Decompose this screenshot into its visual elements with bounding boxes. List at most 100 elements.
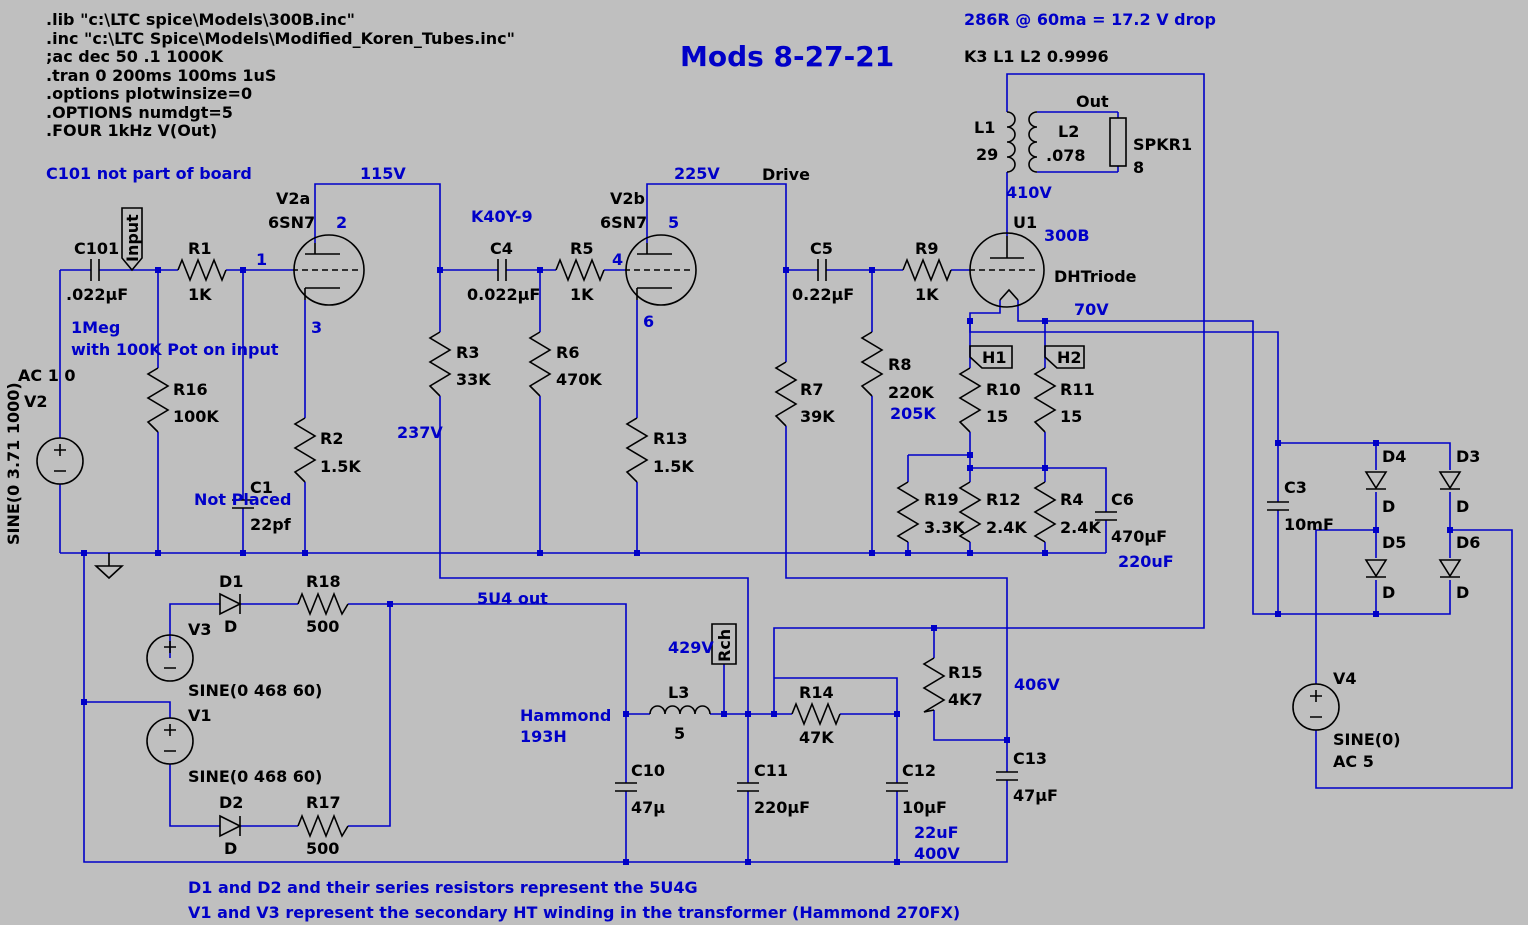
inductor-l2-symbol[interactable]: [1028, 111, 1038, 173]
wire: [169, 604, 391, 827]
note-drop: 286R @ 60ma = 17.2 V drop: [964, 10, 1216, 29]
component-value: 5: [674, 724, 685, 743]
resistor-r4-symbol[interactable]: [1033, 481, 1057, 543]
component-label: V1: [188, 706, 212, 725]
inductor-l3-symbol[interactable]: [649, 705, 711, 715]
resistor-r11-symbol[interactable]: [1033, 367, 1057, 433]
resistor-r16-symbol[interactable]: [146, 367, 170, 433]
resistor-r17-symbol[interactable]: [297, 813, 349, 839]
resistor-r15-symbol[interactable]: [922, 657, 946, 713]
tube-v2b-symbol[interactable]: [625, 234, 697, 306]
junction-dot: [537, 267, 543, 273]
resistor-r3-symbol[interactable]: [428, 331, 452, 397]
junction-dot: [1275, 611, 1281, 617]
component-label: R7: [800, 380, 823, 399]
capacitor-c5-symbol[interactable]: [817, 259, 827, 281]
spice-directive: .FOUR 1kHz V(Out): [46, 121, 217, 140]
junction-dot: [81, 550, 87, 556]
component-label: R3: [456, 343, 479, 362]
source-v1-symbol[interactable]: [146, 717, 194, 765]
diode-d4-symbol[interactable]: [1364, 471, 1388, 490]
node-number: 1: [256, 250, 267, 269]
resistor-r13-symbol[interactable]: [625, 417, 649, 483]
input-flag-icon: [121, 207, 143, 272]
junction-dot: [437, 267, 443, 273]
resistor-r10-symbol[interactable]: [958, 367, 982, 433]
component-ac: AC 5: [1333, 752, 1374, 771]
tube-u1-symbol[interactable]: [969, 232, 1045, 308]
capacitor-c4-symbol[interactable]: [497, 259, 507, 281]
junction-dot: [240, 267, 246, 273]
resistor-r12-symbol[interactable]: [958, 481, 982, 543]
junction-dot: [869, 267, 875, 273]
component-value: 2.4K: [1060, 518, 1101, 537]
wire: [646, 183, 787, 270]
component-label: D5: [1382, 533, 1406, 552]
source-v2-symbol[interactable]: [36, 437, 84, 485]
component-value: D: [224, 839, 237, 858]
capacitor-c6-symbol[interactable]: [1095, 511, 1117, 521]
spice-directive: ;ac dec 50 .1 1000K: [46, 47, 224, 66]
component-value: 500: [306, 617, 339, 636]
note-k40y: K40Y-9: [471, 207, 533, 226]
inductor-l1-symbol[interactable]: [1006, 111, 1016, 173]
resistor-r1-symbol[interactable]: [177, 257, 227, 283]
capacitor-c3-symbol[interactable]: [1267, 501, 1289, 511]
component-label: D6: [1456, 533, 1480, 552]
voltage-label: 410V: [1006, 183, 1052, 202]
component-value: 300B: [1044, 226, 1090, 245]
diode-d6-symbol[interactable]: [1438, 559, 1462, 578]
component-label: R6: [556, 343, 579, 362]
component-value: 0.022µF: [467, 285, 540, 304]
resistor-r5-symbol[interactable]: [555, 257, 605, 283]
component-value: 29: [976, 145, 998, 164]
wire: [1037, 111, 1118, 173]
component-label: D4: [1382, 447, 1406, 466]
component-value: SINE(0 3.71 1000): [4, 382, 23, 545]
resistor-r2-symbol[interactable]: [293, 417, 317, 483]
note-bottom: D1 and D2 and their series resistors rep…: [188, 878, 698, 897]
junction-dot: [1042, 318, 1048, 324]
diode-d2-symbol[interactable]: [219, 814, 242, 838]
component-label: R17: [306, 793, 341, 812]
capacitor-c10-symbol[interactable]: [615, 782, 637, 792]
voltage-label: 115V: [360, 164, 406, 183]
wire: [1277, 442, 1451, 615]
capacitor-c101-symbol[interactable]: [90, 259, 100, 281]
junction-dot: [155, 550, 161, 556]
source-v3-symbol[interactable]: [146, 634, 194, 682]
source-v4-symbol[interactable]: [1292, 683, 1340, 731]
component-label: C1: [250, 478, 273, 497]
component-value: 1K: [188, 285, 212, 304]
resistor-r8-symbol[interactable]: [860, 331, 884, 397]
note-bottom: V1 and V3 represent the secondary HT win…: [188, 903, 960, 922]
capacitor-c13-symbol[interactable]: [996, 771, 1018, 781]
capacitor-c11-symbol[interactable]: [737, 782, 759, 792]
resistor-r9-symbol[interactable]: [902, 257, 952, 283]
diode-d1-symbol[interactable]: [219, 592, 242, 616]
resistor-r7-symbol[interactable]: [774, 361, 798, 427]
diode-d3-symbol[interactable]: [1438, 471, 1462, 490]
junction-dot: [869, 550, 875, 556]
component-label: C12: [902, 761, 936, 780]
component-value: D: [224, 617, 237, 636]
note-coupling: K3 L1 L2 0.9996: [964, 47, 1109, 66]
resistor-r6-symbol[interactable]: [528, 331, 552, 397]
component-value: SINE(0 468 60): [188, 767, 322, 786]
capacitor-c12-symbol[interactable]: [886, 782, 908, 792]
resistor-r18-symbol[interactable]: [297, 591, 349, 617]
resistor-r14-symbol[interactable]: [791, 701, 841, 727]
component-label: V3: [188, 620, 212, 639]
capacitor-c1-symbol[interactable]: [232, 499, 254, 509]
tube-v2a-symbol[interactable]: [293, 234, 365, 306]
wire: [439, 270, 749, 714]
component-label: R13: [653, 429, 688, 448]
spice-directive: .options plotwinsize=0: [46, 84, 252, 103]
component-label: R18: [306, 572, 341, 591]
diode-d5-symbol[interactable]: [1364, 559, 1388, 578]
junction-dot: [967, 318, 973, 324]
junction-dot: [931, 625, 937, 631]
resistor-r19-symbol[interactable]: [896, 481, 920, 543]
component-label: R1: [188, 239, 211, 258]
speaker-spkr1-symbol[interactable]: [1109, 117, 1127, 167]
